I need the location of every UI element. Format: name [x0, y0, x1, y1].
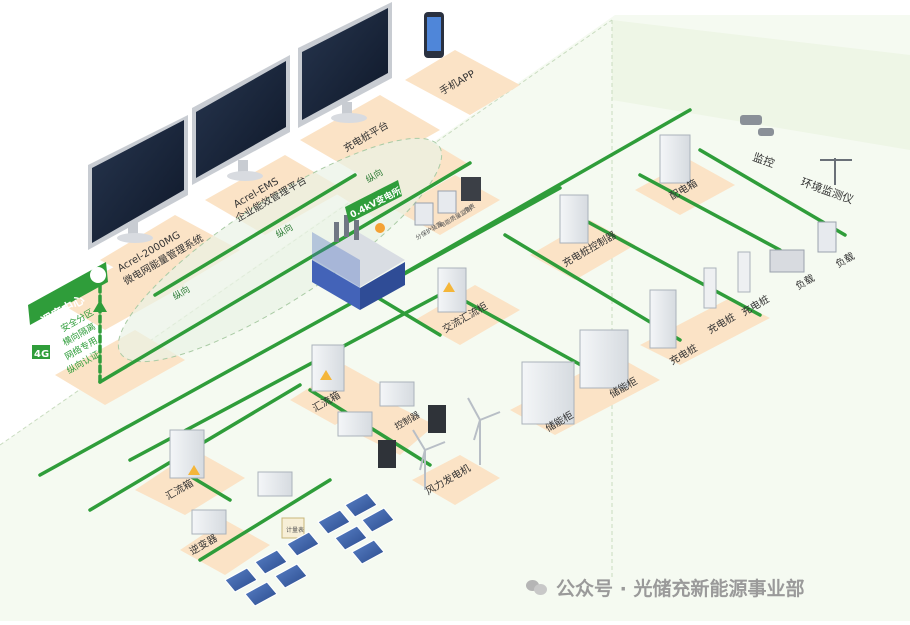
dispatch-center — [28, 262, 108, 359]
controller-lower-box — [378, 440, 396, 468]
pad-charging-platform — [300, 95, 440, 175]
combiner-lower-box — [169, 429, 205, 479]
solar-panel-array — [224, 492, 395, 607]
storage-cabinet-2 — [579, 329, 629, 389]
charger-post-1 — [703, 267, 717, 309]
controller-upper-box — [428, 405, 446, 433]
network-4g-badge: 4G — [34, 349, 49, 360]
power-quality-icon — [437, 190, 457, 214]
storage-cabinet-1 — [521, 361, 575, 425]
wind-turbine-icons — [412, 397, 501, 490]
protection-device-icon — [414, 202, 434, 226]
power-cabinet-box — [659, 134, 691, 184]
charge-controller-box — [559, 194, 589, 244]
load-ac-unit-icon — [817, 221, 837, 253]
meter-box — [281, 517, 305, 539]
pad-zhiwei — [100, 215, 240, 295]
phone-icon — [424, 12, 444, 58]
env-monitor-icon — [820, 158, 852, 185]
inverter-mid-box — [337, 411, 373, 437]
monitor-zone-top — [612, 20, 910, 150]
watermark: 公众号 · 光储充新能源事业部 — [526, 572, 896, 602]
watermark-text: 公众号 · 光储充新能源事业部 — [556, 577, 805, 600]
pad-ac-cabinet — [415, 285, 520, 345]
meter-device-icon — [461, 177, 481, 201]
ems-monitor — [192, 55, 290, 185]
zhiwei-monitor — [88, 115, 188, 250]
ac-cabinet-box — [437, 267, 467, 313]
pad-combiner-lower — [135, 450, 245, 515]
pad-wind — [412, 455, 500, 505]
substation-badge — [345, 180, 402, 223]
comm-ellipse — [117, 137, 443, 363]
inverter-upper-box — [379, 381, 415, 407]
pad-inverter — [180, 520, 270, 575]
load-generator-icon — [769, 249, 805, 273]
pad-combiner-upper — [290, 365, 390, 425]
inverter-lower-box — [257, 471, 293, 497]
pad-app — [405, 50, 520, 115]
camera-icon — [740, 115, 774, 136]
wechat-icon — [526, 578, 548, 596]
dispatch-arrow — [93, 300, 107, 312]
combiner-upper-box — [311, 344, 345, 392]
transformer-substation — [312, 215, 405, 310]
pad-power-cabinet — [635, 160, 735, 215]
charger-large-box — [649, 289, 677, 349]
pad-controller — [340, 395, 435, 455]
inverter-box — [191, 509, 227, 535]
charger-post-2 — [737, 251, 751, 293]
charging-monitor — [298, 2, 392, 128]
meter-label: 计量表 — [286, 526, 304, 534]
